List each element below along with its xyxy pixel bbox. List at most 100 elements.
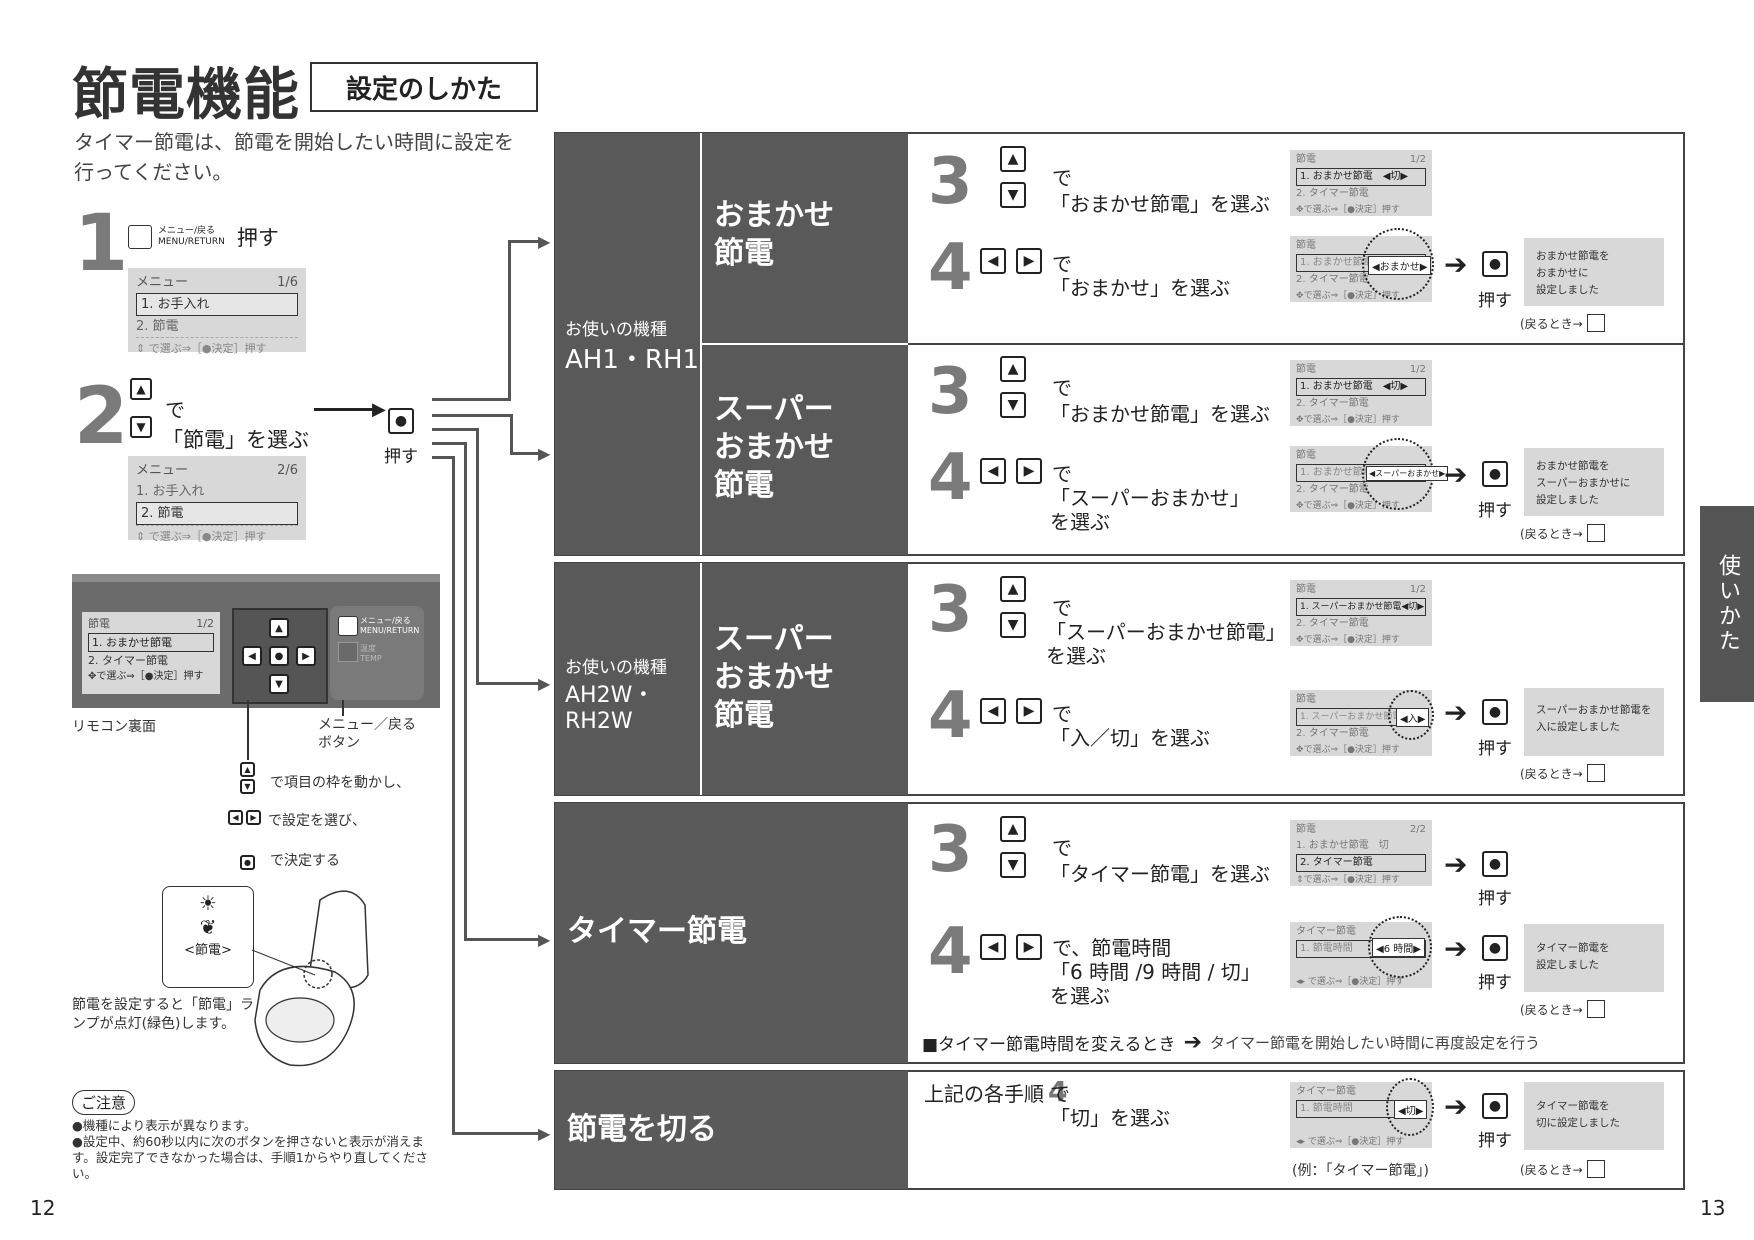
result-screen: おまかせ節電を おまかせに 設定しました — [1524, 238, 1664, 306]
screen-value: ◀切▶ — [1394, 1100, 1428, 1119]
arrow-right-icon: ➔ — [1444, 696, 1468, 729]
section-off: 節電を切る — [555, 1071, 908, 1189]
arrow-right-icon: ➔ — [1444, 458, 1468, 491]
menu-return-button[interactable] — [338, 616, 358, 636]
off-text-2: で 「切」を選ぶ — [1050, 1082, 1170, 1130]
menu-item: 1. お手入れ — [136, 293, 298, 316]
sun-icon: ☀ — [199, 891, 217, 915]
remote-screen-footer: ✥で選ぶ⇒［●決定］押す — [88, 671, 204, 682]
menu-return-label: メニュー/戻る MENU/RETURN — [158, 226, 225, 247]
step-number: 4 — [928, 915, 973, 989]
menu-footer: ⇕ で選ぶ⇒［●決定］押す — [136, 525, 298, 547]
arrow-right-icon: ➔ — [1444, 932, 1468, 965]
push-label: 押す — [1478, 889, 1512, 909]
right-button[interactable]: ▶ — [296, 646, 316, 666]
flow-arrow-icon: ▶ — [538, 444, 551, 463]
arrow-right-icon: ➔ — [1444, 248, 1468, 281]
arrow-right-icon: ➔ — [1444, 848, 1468, 881]
screen-title: 節電 — [1296, 240, 1316, 251]
step-text-de: で — [1052, 252, 1072, 276]
down-button-icon: ▼ — [1000, 392, 1026, 418]
off-example: (例：「タイマー節電」) — [1292, 1163, 1429, 1179]
step-text-choose: 「入／切」を選ぶ — [1050, 726, 1210, 750]
section-super2: スーパー おまかせ 節電 — [702, 563, 908, 795]
push-label: 押す — [1478, 1131, 1512, 1151]
highlight-circle — [1386, 1078, 1434, 1136]
return-label: (戻るとき→ — [1520, 766, 1583, 781]
menu-return-icon — [1586, 1000, 1605, 1018]
step-number: 4 — [1048, 1075, 1068, 1108]
screen-footer: ✥で選ぶ⇒［●決定］押す — [1296, 745, 1400, 755]
enter-button[interactable]: ● — [269, 646, 289, 666]
menu-item: 2. 節電 — [136, 502, 298, 525]
caution-title: ご注意 — [72, 1090, 136, 1115]
left-button-icon: ◀ — [980, 248, 1006, 274]
enter-button-icon: ● — [388, 408, 414, 434]
return-hint: (戻るとき→ — [1520, 314, 1605, 332]
up-button-icon: ▲ — [1000, 356, 1026, 382]
screen-footer: ✥で選ぶ⇒［●決定］押す — [1296, 291, 1400, 301]
screen-footer: ✥で選ぶ⇒［●決定］押す — [1296, 205, 1400, 215]
menu-return-icon — [1586, 764, 1605, 782]
flow-line — [432, 414, 512, 417]
remote-screen-item: 1. おまかせ節電 — [88, 633, 214, 652]
flow-arrow-icon: ▶ — [538, 930, 551, 949]
up-button-icon: ▲ — [1000, 816, 1026, 842]
step-text-de: で — [1052, 836, 1072, 860]
left-button-icon: ◀ — [980, 698, 1006, 724]
flow-line — [452, 1132, 542, 1135]
howto-label: 設定のしかた — [310, 62, 538, 112]
screen-selected-item: 1. スーパーおまかせ節電◀切▶ — [1296, 598, 1426, 616]
up-button-icon: ▲ — [130, 378, 152, 400]
temp-button[interactable] — [338, 642, 358, 662]
up-button-icon: ▲ — [240, 762, 255, 777]
screen-value: ◀おまかせ▶ — [1368, 256, 1432, 275]
flow-line — [510, 414, 513, 454]
down-button[interactable]: ▼ — [269, 674, 289, 694]
screen-title: 節電 — [1296, 694, 1316, 705]
menu-title: メニュー — [136, 275, 189, 290]
step-number: 3 — [928, 355, 973, 429]
screen-selected-item: 1. おまかせ節電 ◀切▶ — [1296, 168, 1426, 186]
left-button[interactable]: ◀ — [242, 646, 262, 666]
step-1-number: 1 — [74, 199, 129, 289]
return-hint: (戻るとき→ — [1520, 524, 1605, 542]
model-column-ah1: お使いの機種 AH1・RH1 — [555, 133, 700, 555]
toilet-illustration — [251, 890, 369, 1067]
screen-footer: ◂▸ で選ぶ⇒［●決定］押す — [1296, 977, 1405, 987]
result-screen: タイマー節電を 設定しました — [1524, 924, 1664, 992]
section-title: スーパー おまかせ 節電 — [714, 622, 834, 733]
pointer-line — [342, 700, 344, 716]
side-tab[interactable]: 使いかた — [1700, 506, 1754, 702]
flow-line — [476, 682, 542, 685]
down-button-icon: ▼ — [1000, 182, 1026, 208]
caution-item: ●設定中、約60秒以内に次のボタンを押さないと表示が消えます。設定完了できなかっ… — [72, 1134, 428, 1181]
timer-change-note: ■タイマー節電時間を変えるとき ➔ タイマー節電を開始したい時間に再度設定を行う — [922, 1030, 1540, 1055]
menu-page: 2/6 — [277, 463, 298, 478]
return-hint: (戻るとき→ — [1520, 764, 1605, 782]
flow-line — [452, 456, 455, 1134]
flow-line — [508, 240, 511, 401]
screen-title: タイマー節電 — [1296, 926, 1356, 937]
hint-1: で項目の枠を動かし、 — [270, 775, 410, 791]
left-button-icon: ◀ — [980, 458, 1006, 484]
flow-arrow-icon: ▶ — [538, 1124, 551, 1143]
screen-item: 2. タイマー節電 — [1296, 398, 1369, 409]
enter-button-icon: ● — [240, 850, 255, 870]
caution-item: ●機種により表示が異なります。 — [72, 1118, 257, 1133]
up-button[interactable]: ▲ — [269, 618, 289, 638]
screen-title: 節電 — [1296, 154, 1316, 165]
step-2-de: で — [165, 398, 185, 422]
dpad: ▲ ◀ ● ▶ ▼ — [232, 608, 328, 704]
remote-back-label: リモコン裏面 — [72, 719, 156, 735]
step-text-de: で — [1052, 166, 1072, 190]
return-hint: (戻るとき→ — [1520, 1000, 1605, 1018]
down-button-icon: ▼ — [1000, 852, 1026, 878]
step-2-choose: 「節電」を選ぶ — [162, 428, 309, 452]
off-text: 上記の各手順 — [924, 1082, 1044, 1106]
menu-return-button-label: メニュー/戻る MENU/RETURN — [360, 616, 420, 635]
